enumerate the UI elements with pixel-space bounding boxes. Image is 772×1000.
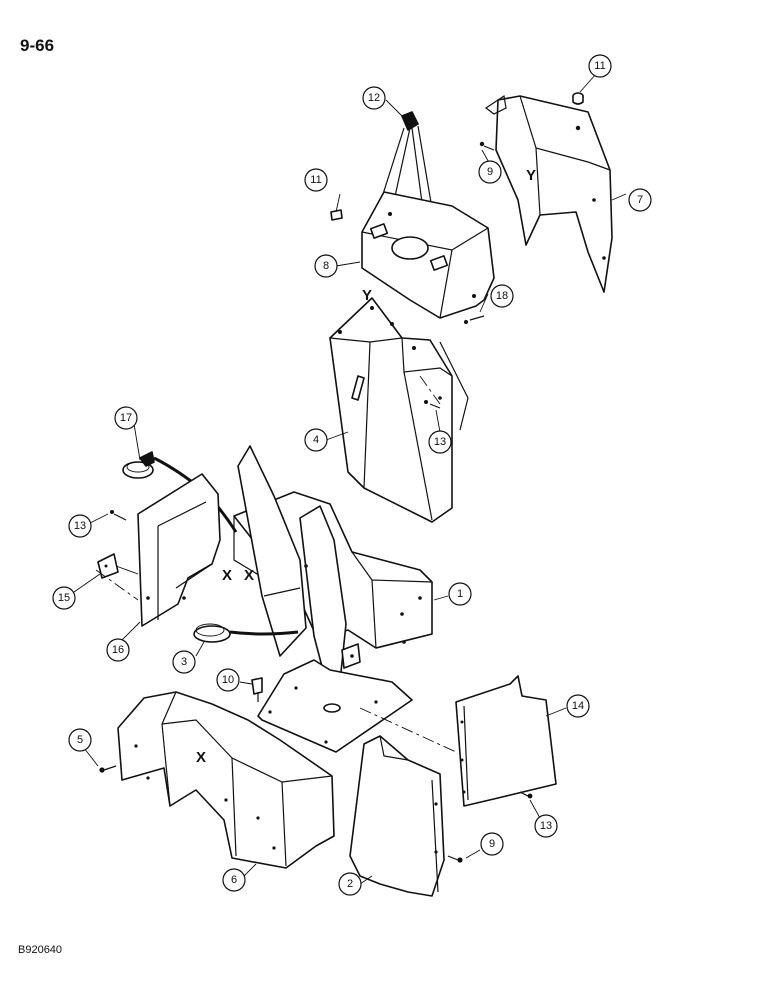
svg-text:6: 6 xyxy=(231,874,237,886)
callout-17: 17 xyxy=(114,406,138,430)
svg-text:4: 4 xyxy=(313,434,319,446)
svg-text:8: 8 xyxy=(323,260,329,272)
part-11-cap-left xyxy=(330,209,343,221)
callout-16: 16 xyxy=(106,638,130,662)
callout-13-column: 13 xyxy=(428,430,452,454)
svg-text:1: 1 xyxy=(457,588,463,600)
svg-text:11: 11 xyxy=(594,60,605,72)
callout-13-panel: 13 xyxy=(68,514,92,538)
part-8-upper-console xyxy=(361,191,495,319)
part-9-screw-top xyxy=(479,141,495,151)
callout-13-right: 13 xyxy=(534,814,558,838)
callout-11-top: 11 xyxy=(588,54,612,78)
svg-text:18: 18 xyxy=(496,290,508,302)
callout-8: 8 xyxy=(314,254,338,278)
part-3-clamp xyxy=(193,623,299,643)
part-7-rear-shroud xyxy=(484,94,613,293)
svg-text:9: 9 xyxy=(487,166,493,178)
part-6-lower-cover xyxy=(117,691,335,869)
figure-code: B920640 xyxy=(18,944,63,956)
part-2-front-panel xyxy=(349,735,445,897)
callout-11-left: 11 xyxy=(304,168,328,192)
callout-3: 3 xyxy=(172,650,196,674)
part-base-plate xyxy=(257,659,413,753)
svg-text:13: 13 xyxy=(540,820,552,832)
alignment-line-3 xyxy=(95,569,139,601)
part-18-screw xyxy=(464,315,485,324)
svg-text:14: 14 xyxy=(572,700,584,712)
callout-18: 18 xyxy=(490,284,514,308)
part-13-screw-panel xyxy=(110,510,127,521)
alignment-line-2 xyxy=(359,707,457,753)
callout-6: 6 xyxy=(222,868,246,892)
callout-10: 10 xyxy=(216,668,240,692)
svg-text:13: 13 xyxy=(434,436,446,448)
callout-1: 1 xyxy=(448,582,472,606)
part-11-cap-top xyxy=(572,92,584,105)
alignment-line-1 xyxy=(419,375,441,405)
part-15-latch xyxy=(97,553,139,579)
svg-text:12: 12 xyxy=(368,92,380,104)
callout-15: 15 xyxy=(52,586,76,610)
callout-5: 5 xyxy=(68,728,92,752)
match-mark-x1: X xyxy=(222,567,232,584)
svg-text:13: 13 xyxy=(74,520,86,532)
part-5-screw xyxy=(99,765,117,773)
svg-text:16: 16 xyxy=(112,644,124,656)
callout-9-bottom: 9 xyxy=(480,832,504,856)
part-4-column-shroud xyxy=(329,297,469,523)
part-1-main-frame xyxy=(233,445,433,721)
part-14-side-panel xyxy=(455,675,557,807)
svg-text:5: 5 xyxy=(77,734,83,746)
match-mark-y1: Y xyxy=(362,287,372,304)
part-13-screw-right xyxy=(519,791,533,799)
part-13-screw-column xyxy=(424,400,441,409)
svg-text:10: 10 xyxy=(222,674,234,686)
svg-text:3: 3 xyxy=(181,656,187,668)
page-number: 9-66 xyxy=(20,36,55,55)
svg-text:2: 2 xyxy=(347,878,353,890)
callout-14: 14 xyxy=(566,694,590,718)
callout-12: 12 xyxy=(362,86,386,110)
part-9-screw-bottom xyxy=(447,855,463,863)
callout-9-top: 9 xyxy=(478,160,502,184)
svg-text:7: 7 xyxy=(637,194,643,206)
svg-text:9: 9 xyxy=(489,838,495,850)
callout-7: 7 xyxy=(628,188,652,212)
svg-text:11: 11 xyxy=(310,174,321,186)
match-mark-y2: Y xyxy=(526,167,536,184)
part-16-side-panel xyxy=(137,473,221,627)
leader-lines xyxy=(73,73,627,885)
callout-4: 4 xyxy=(304,428,328,452)
match-mark-x2: X xyxy=(244,567,254,584)
svg-text:17: 17 xyxy=(120,412,132,424)
callout-2: 2 xyxy=(338,872,362,896)
part-10-bolt xyxy=(251,677,263,702)
match-mark-x3: X xyxy=(196,749,206,766)
svg-text:15: 15 xyxy=(58,592,70,604)
